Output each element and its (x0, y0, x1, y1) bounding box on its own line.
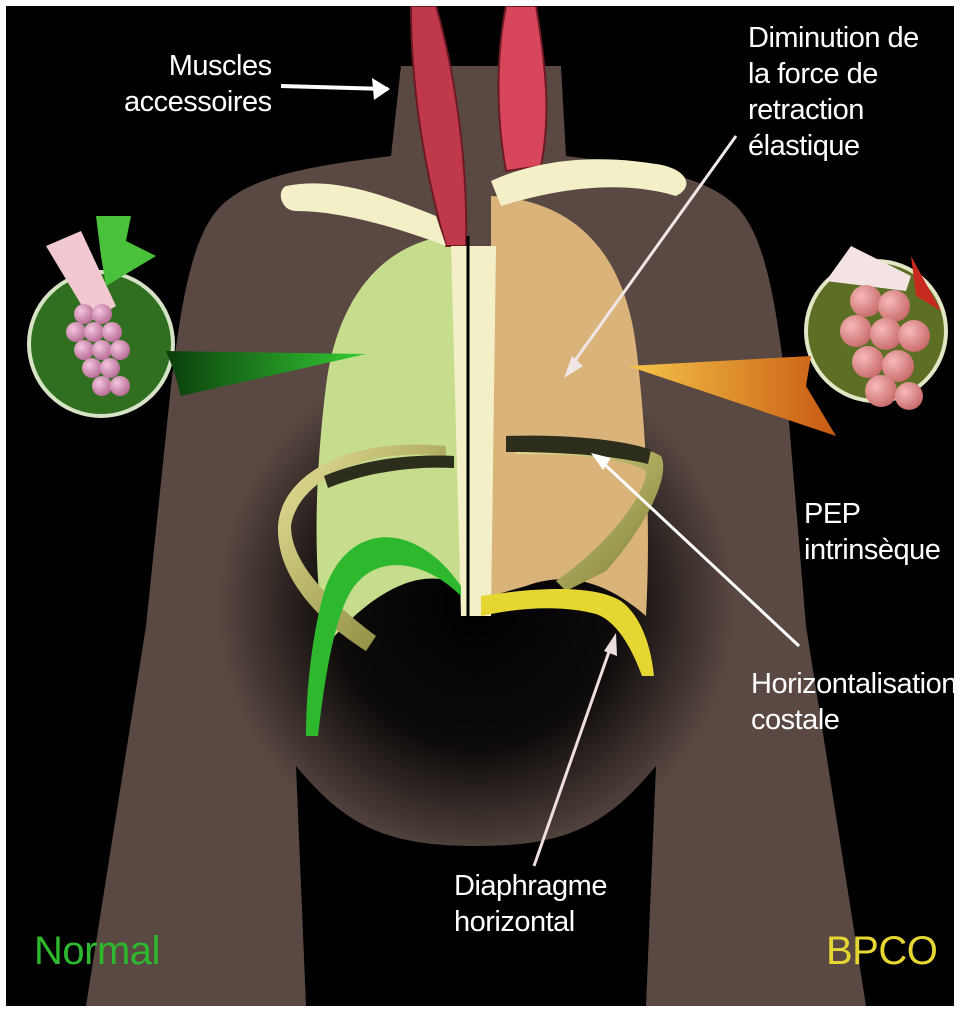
label-pep-intrinseque: PEP intrinsèque (804, 496, 940, 568)
label-muscles-accessoires: Muscles accessoires (124, 48, 272, 120)
label-diminution-force: Diminution de la force de retraction éla… (748, 20, 919, 164)
diagram-canvas: Muscles accessoires Diminution de la for… (6, 6, 954, 1006)
normal-alveoli-inset (29, 216, 173, 416)
label-horizontalisation-costale: Horizontalisation costale (751, 666, 954, 738)
label-bpco: BPCO (826, 928, 937, 974)
muscles-arrow (281, 86, 388, 89)
label-diaphragme-horizontal: Diaphragme horizontal (454, 868, 607, 940)
bpco-accessory-muscle (499, 6, 547, 171)
muscles-arrowhead (372, 78, 390, 100)
label-normal: Normal (34, 928, 160, 974)
bpco-alveoli-inset (806, 246, 946, 410)
